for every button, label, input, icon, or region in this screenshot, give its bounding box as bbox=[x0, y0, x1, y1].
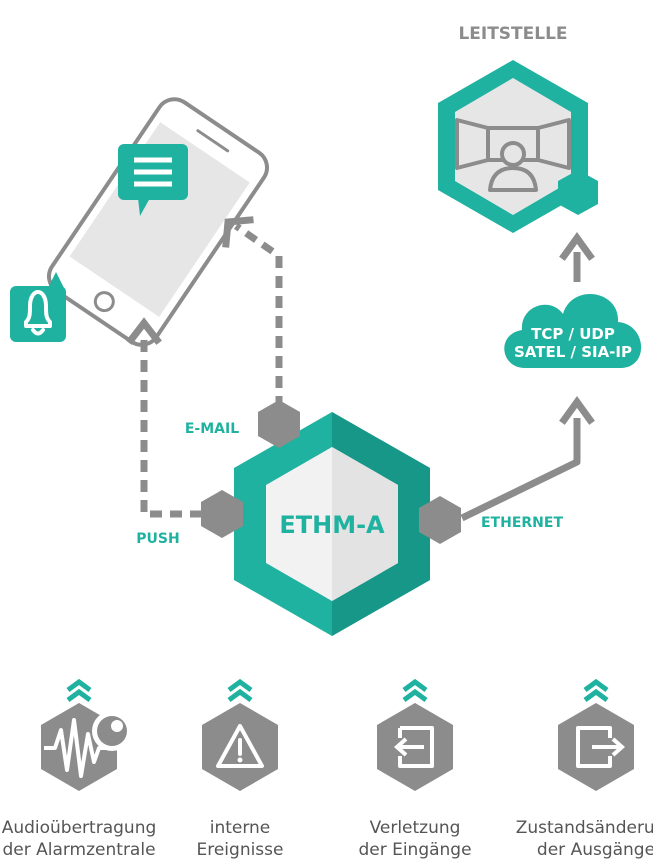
leitstelle-title: LEITSTELLE bbox=[458, 24, 567, 44]
caption-audio: Audioübertragung der Alarmzentrale bbox=[0, 817, 164, 861]
warning-triangle-icon bbox=[216, 724, 264, 768]
cloud-protocol-line1: TCP / UDP bbox=[531, 325, 615, 343]
ethernet-label: ETHERNET bbox=[481, 515, 563, 531]
message-bubble-icon bbox=[118, 144, 188, 216]
push-label: PUSH bbox=[136, 531, 179, 547]
input-internal-events bbox=[202, 678, 278, 791]
output-arrow-icon bbox=[576, 726, 626, 768]
input-output-change bbox=[558, 678, 634, 791]
caption-internal-events-line2: Ereignisse bbox=[196, 840, 284, 860]
caption-output-change-line2: der Ausgänge bbox=[536, 840, 653, 860]
caption-output-change-line1: Zustandsänderung bbox=[515, 818, 653, 838]
caption-zone-violation-line1: Verletzung bbox=[369, 818, 461, 838]
arrow-cloud-to-station bbox=[559, 232, 595, 282]
email-port bbox=[258, 400, 300, 448]
double-chevron-up-icon bbox=[66, 678, 92, 703]
email-path bbox=[222, 216, 283, 408]
notification-bell-icon bbox=[10, 272, 66, 342]
push-port bbox=[201, 490, 243, 538]
caption-audio-line1: Audioübertragung bbox=[1, 818, 157, 838]
double-chevron-up-icon bbox=[227, 678, 253, 703]
input-zone-violation bbox=[377, 678, 453, 791]
caption-output-change: Zustandsänderung der Ausgänge bbox=[511, 817, 653, 861]
audio-waveform-icon bbox=[44, 711, 132, 778]
caption-internal-events-line1: interne bbox=[209, 818, 271, 838]
cloud-icon: TCP / UDP SATEL / SIA-IP bbox=[504, 294, 642, 368]
caption-zone-violation-line2: der Eingänge bbox=[358, 840, 472, 860]
ethernet-port bbox=[419, 496, 461, 544]
double-chevron-up-icon bbox=[583, 678, 609, 703]
ethernet-connection bbox=[460, 396, 595, 522]
email-label: E-MAIL bbox=[185, 421, 239, 437]
push-path bbox=[126, 317, 222, 518]
monitoring-station-icon bbox=[438, 60, 598, 233]
device-name: ETHM-A bbox=[279, 511, 385, 539]
double-chevron-up-icon bbox=[402, 678, 428, 703]
input-arrow-icon bbox=[393, 726, 434, 768]
ethm-a-module: ETHM-A bbox=[234, 412, 430, 636]
caption-internal-events: interne Ereignisse bbox=[155, 817, 325, 861]
caption-audio-line2: der Alarmzentrale bbox=[2, 840, 156, 860]
cloud-protocol-line2: SATEL / SIA-IP bbox=[514, 343, 632, 361]
smartphone-icon bbox=[47, 97, 269, 347]
input-audio bbox=[41, 678, 132, 791]
caption-zone-violation: Verletzung der Eingänge bbox=[330, 817, 500, 861]
